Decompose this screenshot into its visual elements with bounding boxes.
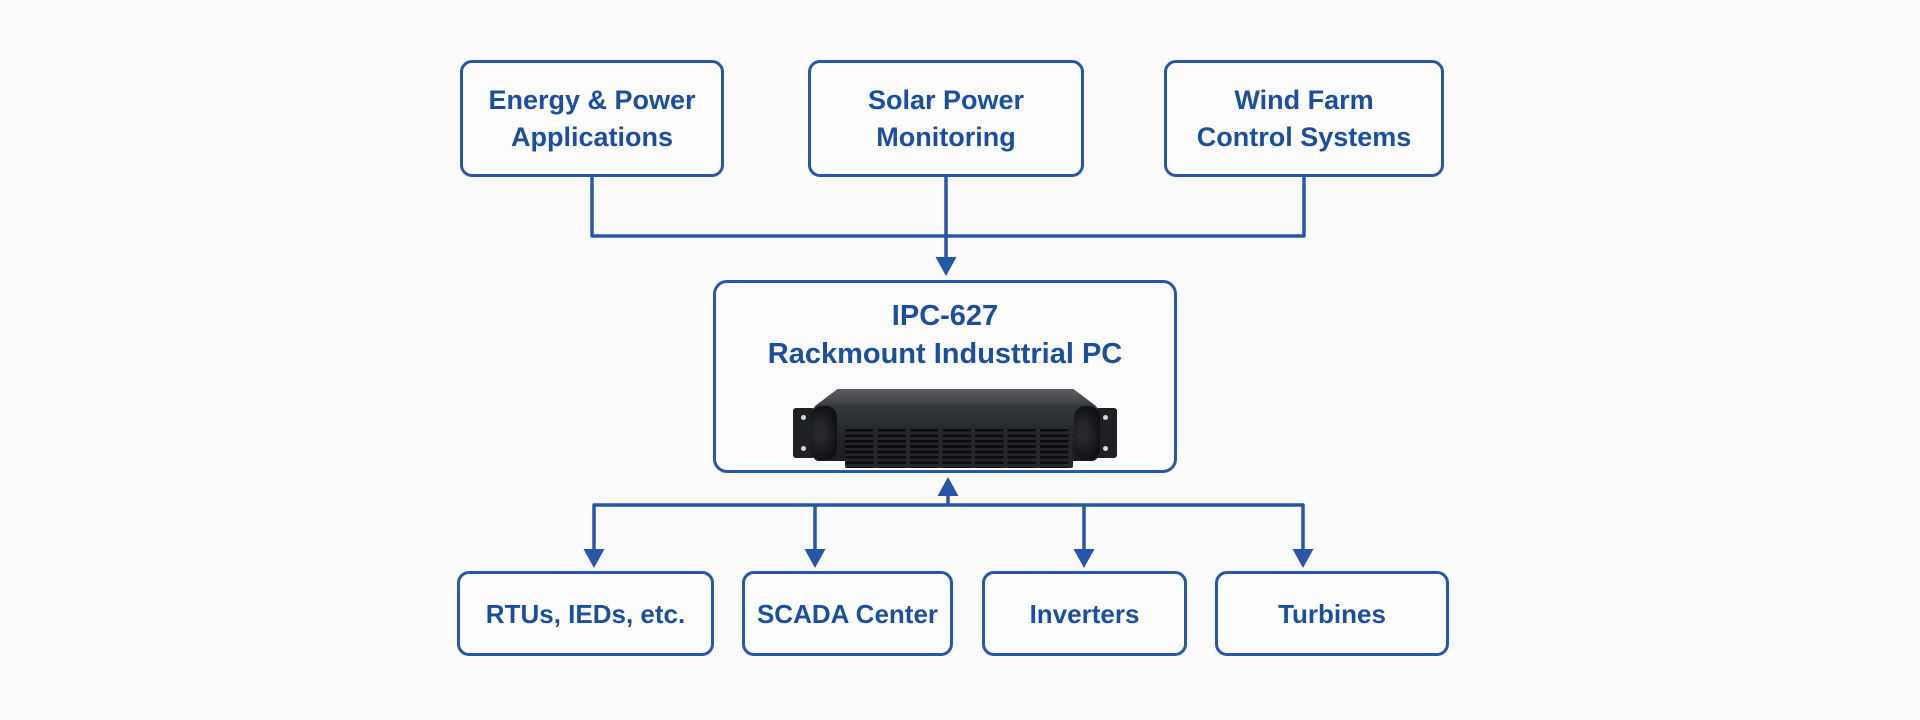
box-rtus-ieds: RTUs, IEDs, etc. <box>457 571 714 656</box>
bottom-connector-bus <box>592 503 1305 551</box>
box-wind-farm-control-systems: Wind Farm Control Systems <box>1164 60 1444 177</box>
box-label: SCADA Center <box>756 598 939 629</box>
arrowhead-down-scada <box>804 549 826 568</box>
arrowhead-down-rtus <box>583 549 605 568</box>
server-screw-hole <box>1103 446 1108 451</box>
arrowhead-down-turbines <box>1292 549 1314 568</box>
box-turbines: Turbines <box>1215 571 1449 656</box>
box-label-line: Energy & Power <box>488 84 696 115</box>
box-scada-center: SCADA Center <box>742 571 953 656</box>
box-label: RTUs, IEDs, etc. <box>485 598 686 629</box>
rackmount-server-image <box>793 389 1117 468</box>
box-label-line: Applications <box>510 121 673 152</box>
server-screw-hole <box>801 446 806 451</box>
arrowhead-down-into-ipc <box>935 257 957 276</box>
box-label: Inverters <box>1029 598 1140 629</box>
server-vent-grille <box>845 429 1073 468</box>
box-label: Turbines <box>1278 598 1386 629</box>
top-connector-bus <box>590 177 1306 238</box>
box-solar-power-monitoring: Solar Power Monitoring <box>808 60 1084 177</box>
ipc-model-number: IPC-627 <box>891 300 999 332</box>
box-label-line: Monitoring <box>876 121 1016 152</box>
box-energy-power-applications: Energy & Power Applications <box>460 60 724 177</box>
box-ipc-627: IPC-627 Rackmount Industtrial PC <box>713 280 1177 473</box>
server-handle-right <box>1074 406 1100 460</box>
server-rack-ear-left <box>793 408 815 458</box>
box-inverters: Inverters <box>982 571 1187 656</box>
box-label-line: Solar Power <box>867 84 1025 115</box>
server-screw-hole <box>1103 415 1108 420</box>
box-label-line: Wind Farm <box>1234 84 1374 115</box>
ipc-title: IPC-627 Rackmount Industtrial PC <box>768 297 1123 373</box>
server-top-panel <box>815 389 1096 406</box>
arrowhead-up-into-ipc <box>937 477 959 496</box>
arrowhead-down-inverters <box>1073 549 1095 568</box>
server-rack-ear-right <box>1095 408 1117 458</box>
ipc-product-name: Rackmount Industtrial PC <box>767 338 1123 370</box>
server-front-panel <box>813 405 1098 468</box>
box-label-line: Control Systems <box>1196 121 1412 152</box>
server-screw-hole <box>801 415 806 420</box>
server-handle-left <box>811 406 837 460</box>
